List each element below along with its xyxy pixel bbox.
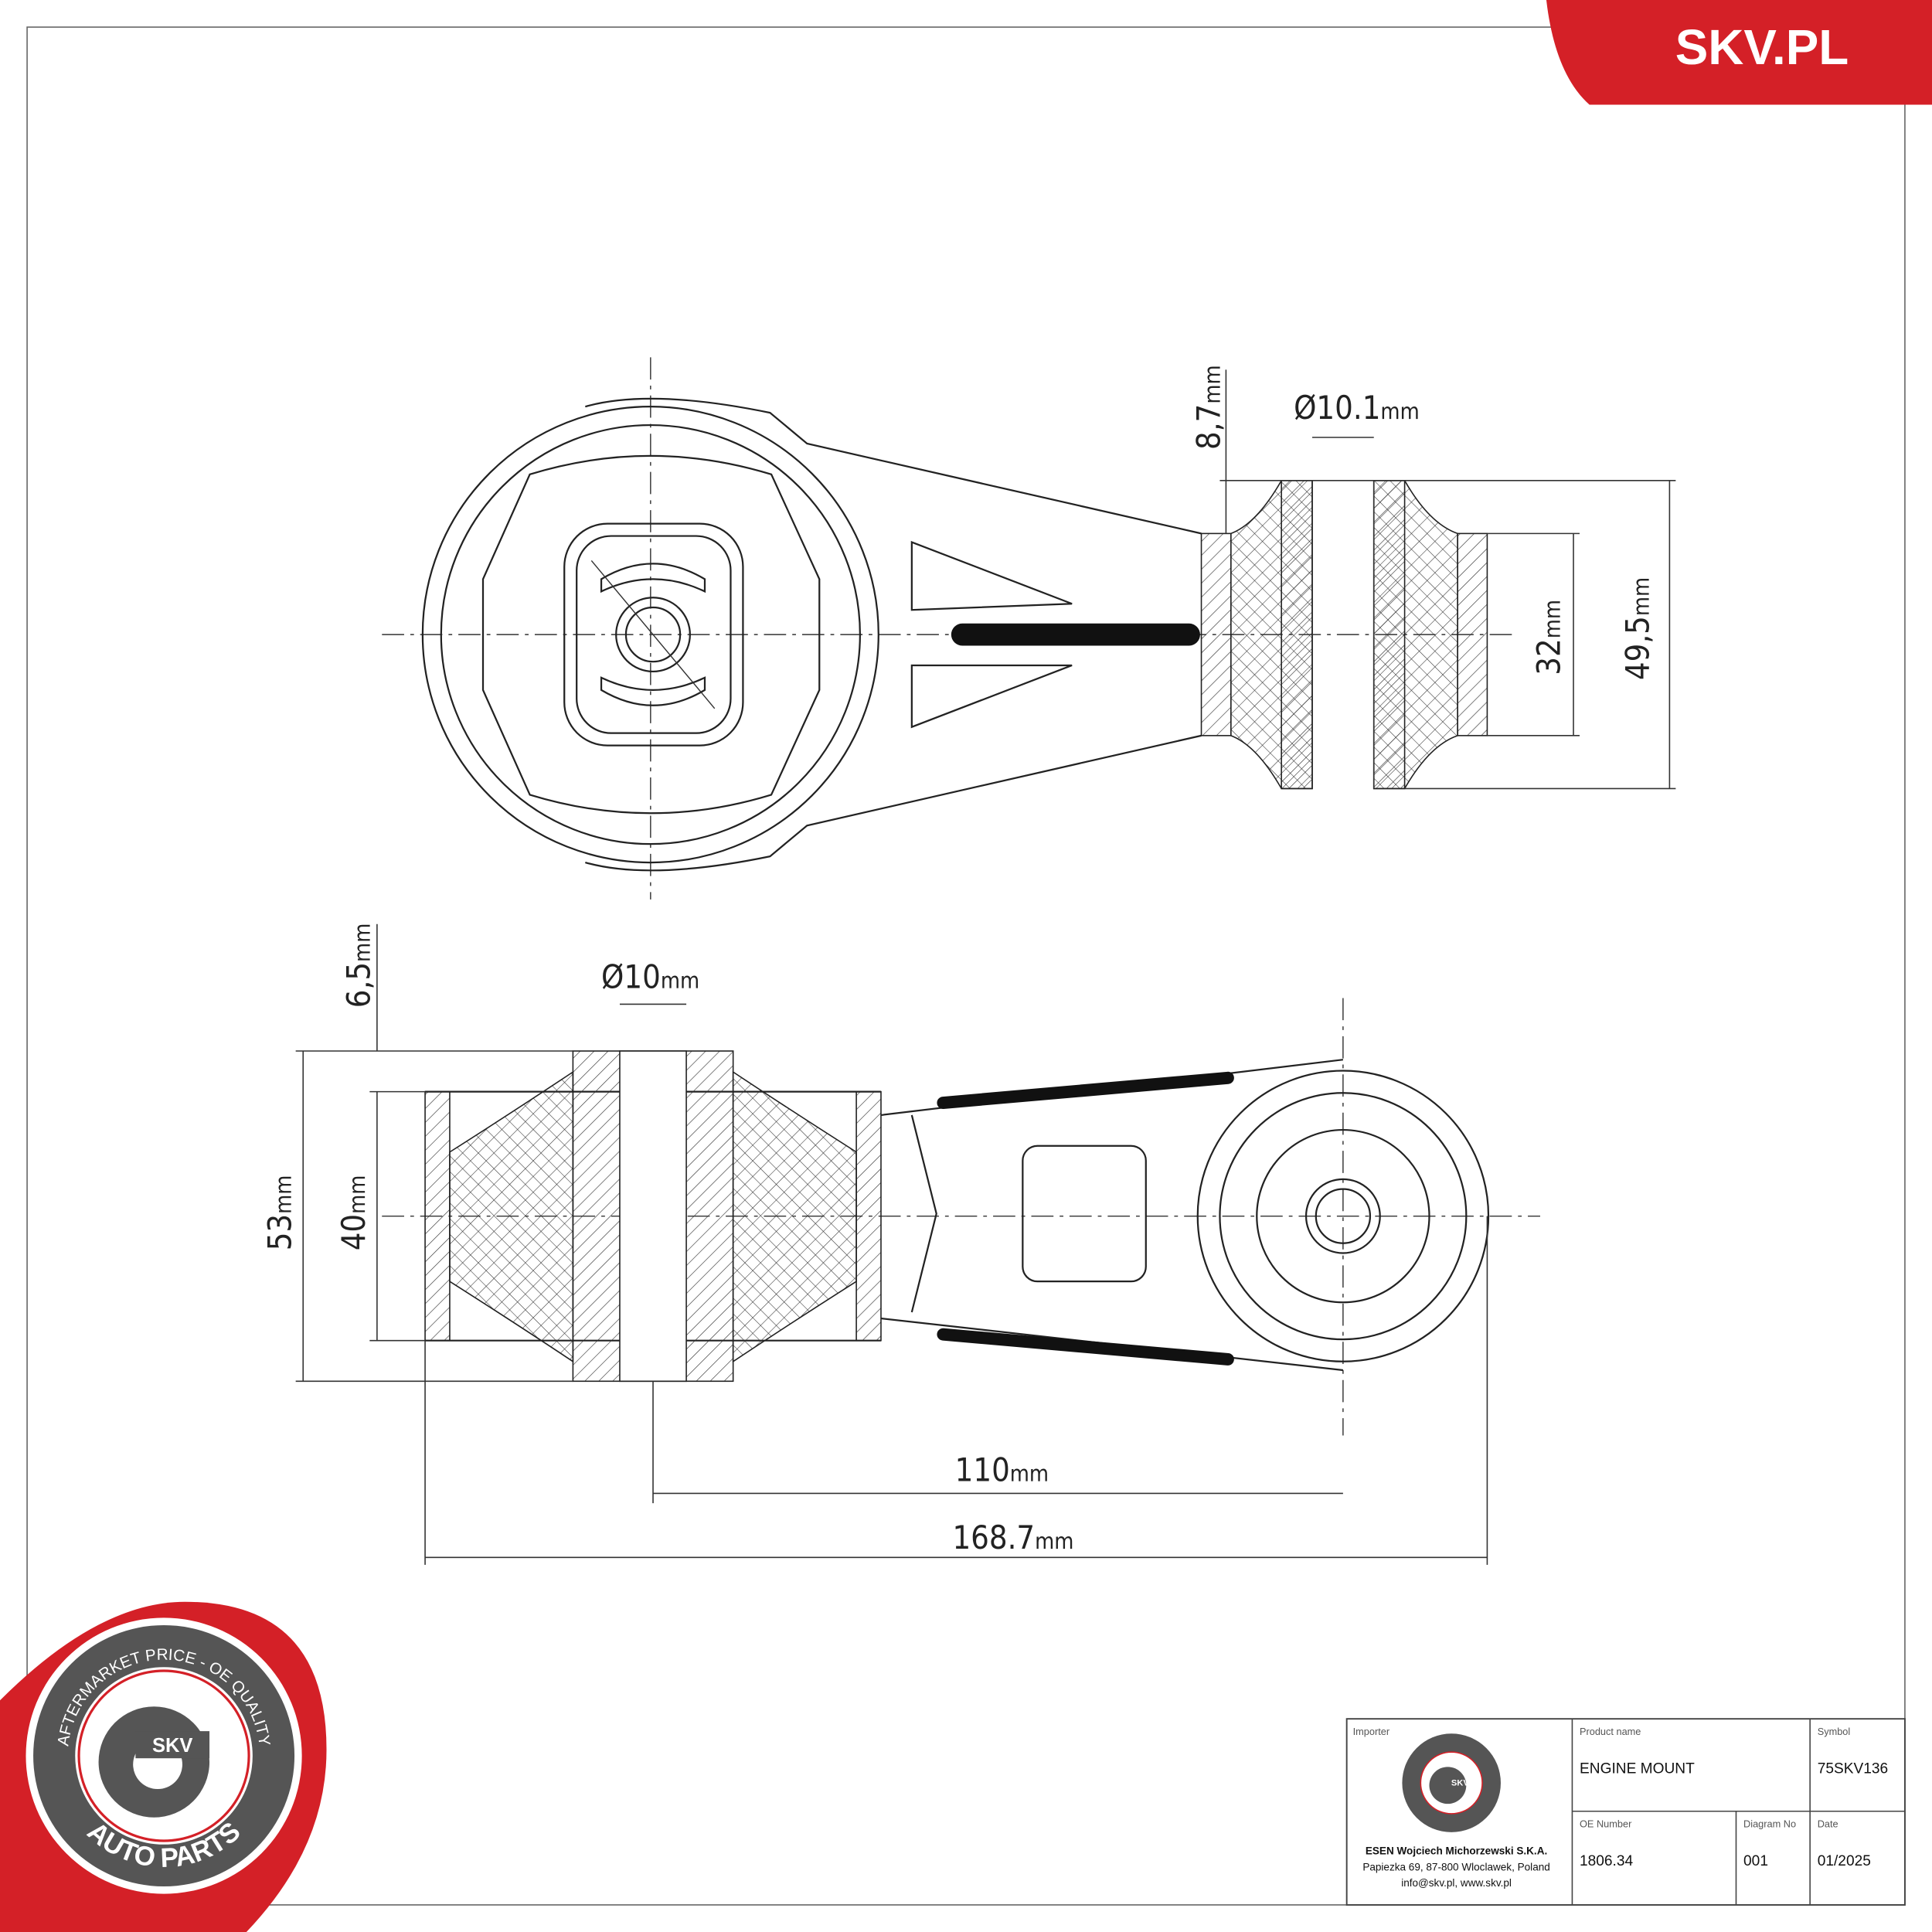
dim-side-inner-height: 40 — [335, 1214, 372, 1250]
side-view: 6,5mm Ø10mm 53mm 40mm 110mm 168.7mm — [261, 923, 1540, 1565]
oe-number: 1806.34 — [1580, 1853, 1633, 1869]
svg-text:8,7mm: 8,7mm — [1190, 365, 1227, 450]
diagram-no-label: Diagram No — [1743, 1818, 1796, 1829]
svg-text:SKV: SKV — [152, 1735, 192, 1757]
dim-overall-length: 168.7 — [952, 1519, 1035, 1556]
top-view: 8,7mm Ø10.1mm 32mm 49,5mm — [382, 357, 1676, 900]
importer-address: Papiezka 69, 87-800 Wloclawek, Poland — [1362, 1861, 1549, 1872]
importer-logo: SKV — [1402, 1733, 1501, 1832]
product-name-label: Product name — [1580, 1726, 1641, 1737]
drawing-frame — [26, 26, 1906, 1906]
product-name: ENGINE MOUNT — [1580, 1760, 1695, 1777]
importer-label: Importer — [1353, 1726, 1390, 1737]
date-label: Date — [1818, 1818, 1838, 1829]
symbol-value: 75SKV136 — [1818, 1760, 1888, 1777]
importer-name: ESEN Wojciech Michorzewski S.K.A. — [1366, 1845, 1547, 1857]
brand-site-label: SKV.PL — [1675, 19, 1849, 75]
symbol-label: Symbol — [1818, 1726, 1851, 1737]
diagram-no: 001 — [1743, 1853, 1768, 1869]
dim-top-bore: Ø10.1 — [1294, 389, 1380, 427]
svg-text:49,5mm: 49,5mm — [1619, 577, 1656, 680]
dim-top-outer-height: 49,5 — [1619, 616, 1656, 680]
oe-number-label: OE Number — [1580, 1818, 1632, 1829]
svg-text:40mm: 40mm — [335, 1175, 372, 1251]
svg-text:168.7mm: 168.7mm — [952, 1519, 1073, 1556]
svg-text:SKV: SKV — [1451, 1778, 1469, 1787]
skv-seal-logo: SKV AFTERMARKET PRICE - OE QUALITY AUTO … — [0, 1601, 327, 1932]
svg-text:110mm: 110mm — [955, 1451, 1049, 1488]
svg-text:Ø10.1mm: Ø10.1mm — [1294, 389, 1420, 427]
title-block: Importer SKV ESEN Wojciech Michorzewski … — [1345, 1718, 1906, 1906]
svg-text:Ø10mm: Ø10mm — [601, 959, 699, 996]
dim-side-wall: 6,5 — [340, 962, 377, 1008]
dim-center-distance: 110 — [955, 1451, 1010, 1488]
dim-side-outer-height: 53 — [261, 1214, 298, 1250]
importer-contact: info@skv.pl, www.skv.pl — [1401, 1877, 1512, 1889]
svg-text:53mm: 53mm — [261, 1175, 298, 1251]
svg-text:32mm: 32mm — [1530, 600, 1567, 675]
date-value: 01/2025 — [1818, 1853, 1871, 1869]
dim-side-bore: Ø10 — [601, 959, 661, 996]
brand-banner[interactable]: SKV.PL — [1546, 0, 1932, 105]
dim-top-inner-height: 32 — [1530, 638, 1567, 675]
dim-top-wall: 8,7 — [1190, 404, 1227, 450]
svg-text:6,5mm: 6,5mm — [340, 923, 377, 1009]
